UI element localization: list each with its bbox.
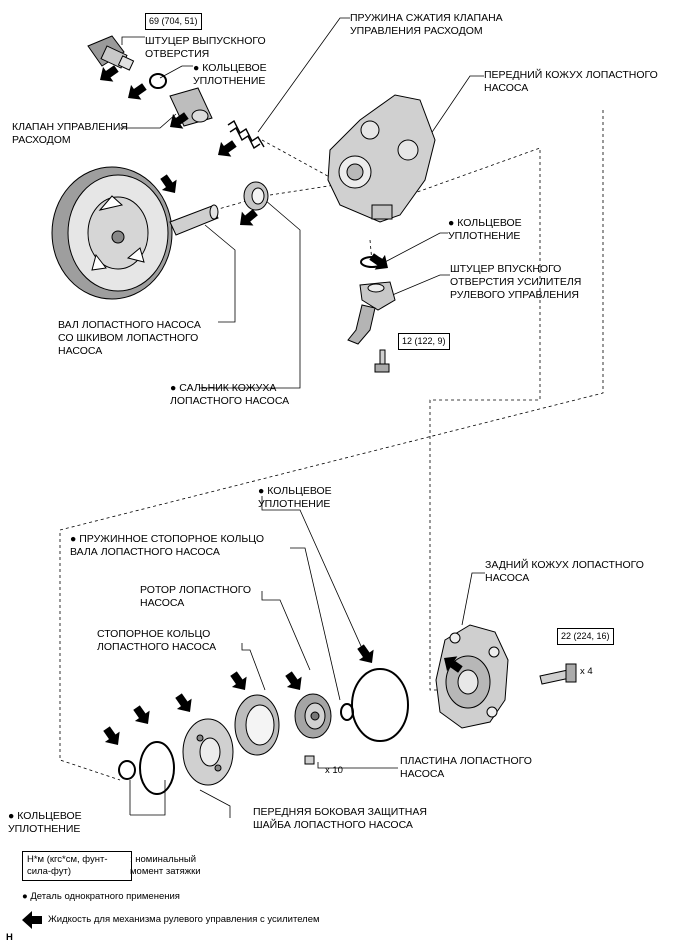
legend-arrow-icon: [22, 911, 42, 929]
pulley-part: [51, 166, 173, 300]
rear-bolt-part: [539, 663, 577, 685]
legend-non-reusable: ● Деталь однократного применения: [22, 891, 180, 902]
front-housing-part: [327, 94, 436, 223]
oring-top-part: [149, 73, 167, 89]
flow-spring-part: [227, 119, 265, 150]
side-plate-part: [182, 718, 234, 786]
legend-torque-box: Н*м (кгс*см, фунт-сила-фут): [22, 851, 132, 881]
snap-ring-part: [340, 703, 354, 721]
corner-mark: H: [6, 932, 13, 943]
rear-bolt-qty: x 4: [580, 666, 593, 677]
outlet-union-part: [87, 35, 135, 71]
legend-fluid: Жидкость для механизма рулевого управлен…: [48, 914, 320, 925]
leader-lines: [120, 17, 485, 818]
torque-suction-bolt: 12 (122, 9): [398, 333, 450, 350]
rear-housing-part: [435, 624, 509, 729]
torque-rear-bolt: 22 (224, 16): [557, 628, 614, 645]
shaft-part: [169, 204, 219, 236]
cam-ring-part: [234, 694, 280, 756]
torque-outlet: 69 (704, 51): [145, 13, 202, 30]
suction-bolt-part: [374, 349, 390, 373]
oring-bottom-small-part: [118, 760, 136, 780]
suction-port-part: [347, 281, 396, 345]
oring-bottom-large-part: [139, 741, 175, 795]
oring-large-part: [351, 668, 409, 742]
oil-seal-part: [243, 181, 269, 211]
vane-qty: x 10: [325, 765, 343, 776]
vane-plate-part: [304, 755, 315, 765]
rotor-part: [294, 693, 332, 739]
